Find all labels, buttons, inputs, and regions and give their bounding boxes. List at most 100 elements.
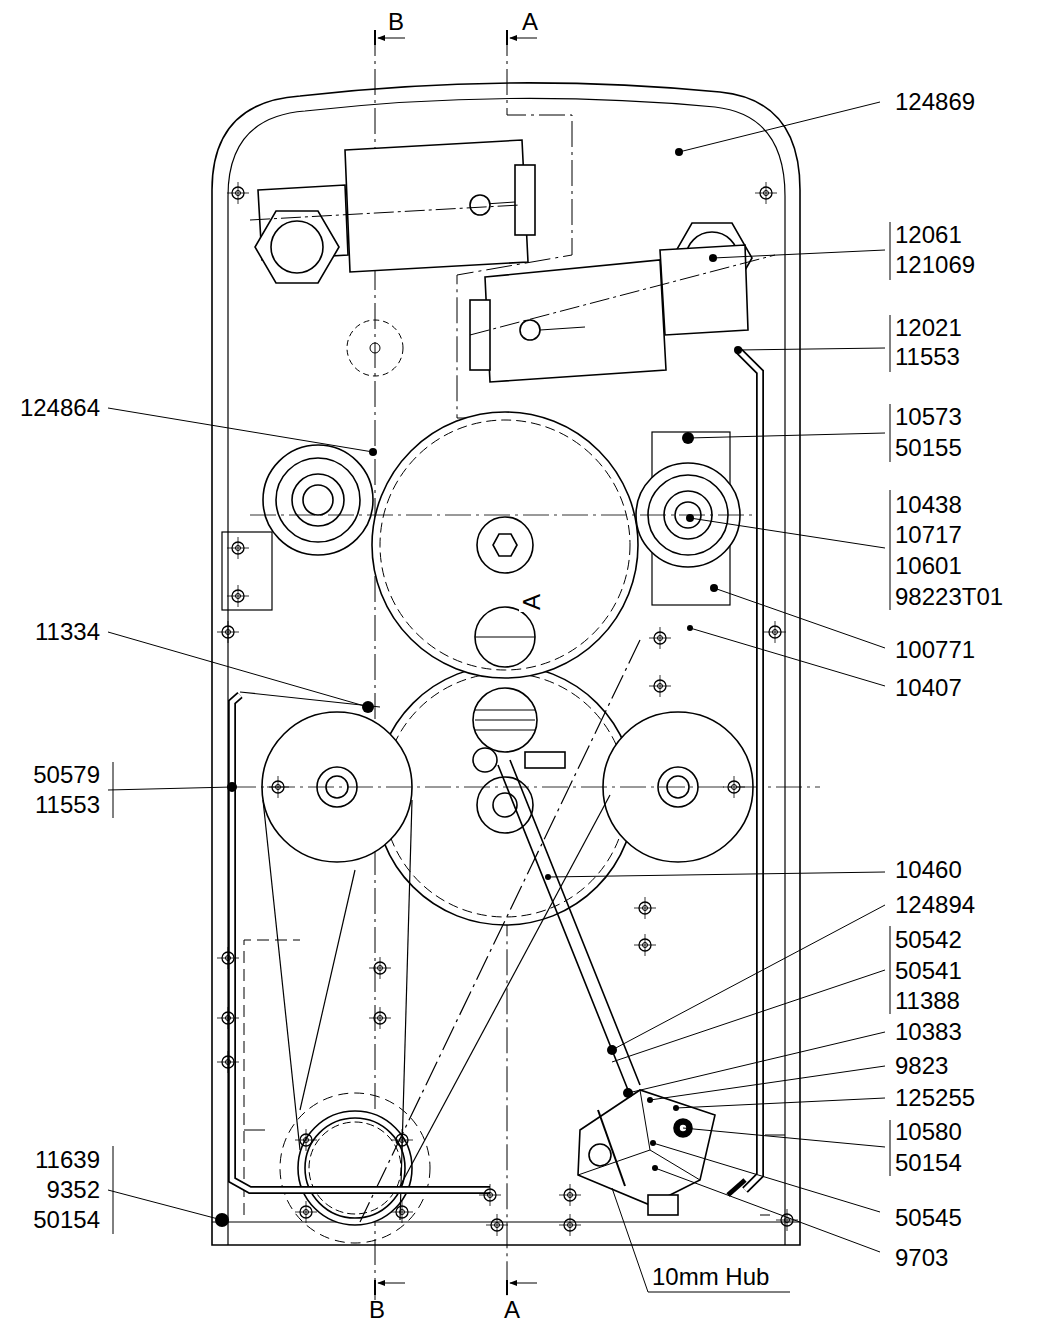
callout-number: 50542 (895, 928, 962, 952)
mounting-hole (764, 621, 786, 643)
callout-number: 124894 (895, 893, 975, 917)
section-marker: A (522, 10, 538, 34)
gear (475, 710, 535, 711)
mounting-hole (267, 776, 289, 798)
leader-dot (369, 448, 377, 456)
callout-number: 10383 (895, 1020, 962, 1044)
callout-number: 50541 (895, 959, 962, 983)
gear (475, 720, 535, 721)
leader-dot (650, 1140, 656, 1146)
gear (477, 517, 533, 573)
gear (493, 534, 517, 556)
section-line (510, 38, 537, 39)
leader-dot (545, 874, 551, 880)
callout-number: 11553 (895, 345, 960, 369)
callout-number: 125255 (895, 1086, 975, 1110)
callout-number: 9823 (895, 1054, 948, 1078)
mounting-hole (486, 1214, 508, 1236)
leader-dot (647, 1097, 653, 1103)
callout-number: 9352 (47, 1178, 100, 1202)
motor (255, 140, 752, 382)
callout-number: 10601 (895, 554, 962, 578)
callout-number: 100771 (895, 638, 975, 662)
motor (271, 221, 323, 273)
leader-dot (675, 148, 683, 156)
tube (232, 695, 490, 1190)
leader-line (650, 1066, 885, 1100)
mounting-hole (634, 897, 656, 919)
leader-line (688, 433, 885, 438)
callout-number: 124869 (895, 90, 975, 114)
center-line (250, 205, 520, 220)
center-line (347, 320, 403, 376)
mounting-hole (391, 1129, 413, 1151)
gear (380, 420, 630, 670)
leader-line (612, 970, 885, 1062)
callout-number: 10407 (895, 676, 962, 700)
leader-dot (687, 625, 693, 631)
housing-outline (212, 83, 800, 1245)
leader-line (679, 102, 880, 152)
valve (648, 1195, 678, 1215)
center-line (370, 343, 380, 353)
mounting-hole (369, 1007, 391, 1029)
callout-number: 11334 (35, 620, 100, 644)
leader-line (548, 872, 885, 877)
mounting-hole (217, 1007, 239, 1029)
leader-dot (362, 701, 374, 713)
leader-line (108, 102, 890, 1292)
callout-number: 121069 (895, 253, 975, 277)
motor (255, 211, 339, 283)
pulley (222, 532, 272, 610)
mounting-hole (217, 947, 239, 969)
leader-line (890, 490, 891, 610)
leader-dot (734, 346, 742, 354)
callout-number: 10mm Hub (652, 1265, 769, 1289)
pulley (280, 1093, 430, 1243)
mounting-hole (369, 957, 391, 979)
leader-line (738, 348, 885, 350)
mounting-hole (295, 1201, 317, 1223)
leader-line (714, 588, 885, 648)
gear (375, 665, 635, 925)
gear (372, 412, 638, 925)
section-marker: A (504, 1298, 520, 1322)
leader-line (598, 1110, 625, 1186)
leader-dot (215, 148, 742, 1227)
callout-number: 10717 (895, 523, 962, 547)
mounting-hole (634, 934, 656, 956)
callout-number: 11553 (35, 793, 100, 817)
leader-dot (709, 254, 717, 262)
section-marker: A (519, 592, 545, 612)
mounting-hole (559, 1214, 581, 1236)
motor (470, 195, 490, 215)
leader-line (108, 408, 373, 452)
leader-line (890, 404, 891, 462)
section-line (378, 38, 405, 39)
belt (230, 515, 820, 1222)
callout-number: 10573 (895, 405, 962, 429)
leader-line (653, 1143, 880, 1212)
motor (470, 300, 490, 370)
valve (589, 1144, 611, 1166)
callout-number: 124864 (20, 396, 100, 420)
mounting-hole (649, 627, 671, 649)
leader-dot (682, 432, 694, 444)
center-line (470, 255, 775, 335)
pulley (276, 458, 360, 542)
leader-line (628, 1032, 885, 1093)
mounting-hole (217, 621, 239, 643)
leader-line (108, 632, 368, 707)
center-line (250, 205, 775, 376)
leader-line (612, 1188, 790, 1292)
valve (473, 748, 745, 1215)
callout-number: 10580 (895, 1120, 962, 1144)
tube (232, 695, 490, 1190)
leader-dot (623, 1088, 633, 1098)
valve (578, 1090, 700, 1180)
leader-line (612, 905, 885, 1050)
pulley (303, 485, 333, 515)
motor (520, 320, 540, 340)
leader-line (690, 628, 885, 686)
